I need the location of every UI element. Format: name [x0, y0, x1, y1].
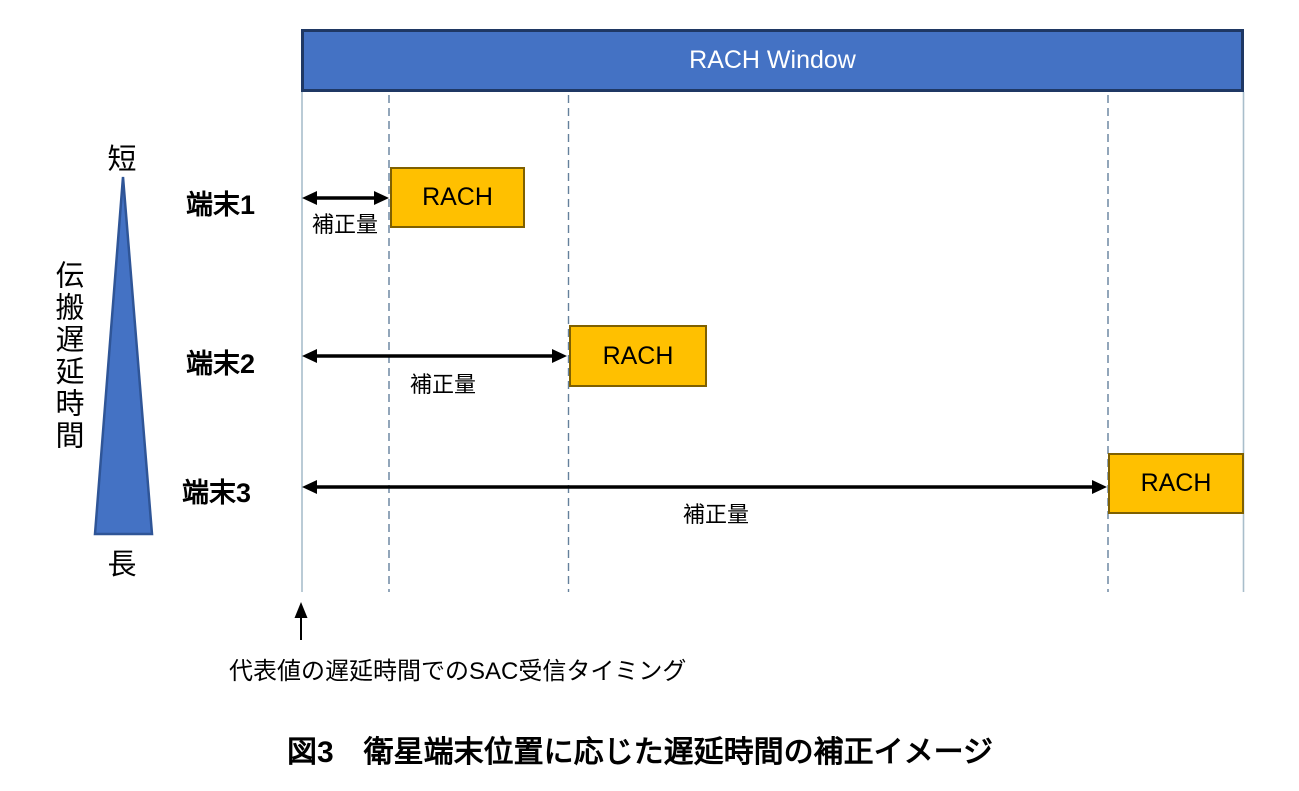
terminal3-label: 端末3 — [182, 478, 252, 508]
terminal2-correction-label: 補正量 — [409, 372, 476, 397]
terminal2-rach-label: RACH — [602, 341, 674, 370]
terminal1-correction-arrow — [302, 191, 389, 205]
figure-caption: 図3 衛星端末位置に応じた遅延時間の補正イメージ — [286, 736, 994, 769]
rach-window-bar: RACH Window — [301, 29, 1244, 92]
terminal3-correction-arrow — [302, 480, 1107, 494]
delay-axis-label: 伝搬遅延時間 — [51, 260, 83, 452]
terminal1-rach-label: RACH — [422, 183, 493, 211]
terminal2-rach-box: RACH — [569, 325, 707, 387]
terminal1-correction-label: 補正量 — [311, 212, 378, 237]
sac-timing-arrow — [294, 602, 308, 640]
delay-short-label: 短 — [107, 144, 137, 176]
terminal3-rach-box: RACH — [1108, 453, 1244, 514]
terminal1-label: 端末1 — [186, 190, 256, 220]
sac-timing-annotation: 代表値の遅延時間でのSAC受信タイミング — [229, 658, 687, 685]
terminal1-rach-box: RACH — [390, 167, 525, 228]
terminal3-correction-label: 補正量 — [682, 502, 749, 527]
delay-axis-triangle — [93, 176, 154, 536]
rach-window-label: RACH Window — [689, 46, 856, 74]
terminal2-label: 端末2 — [186, 349, 256, 379]
terminal3-rach-label: RACH — [1140, 469, 1212, 497]
delay-long-label: 長 — [107, 549, 137, 581]
terminal2-correction-arrow — [302, 349, 567, 363]
